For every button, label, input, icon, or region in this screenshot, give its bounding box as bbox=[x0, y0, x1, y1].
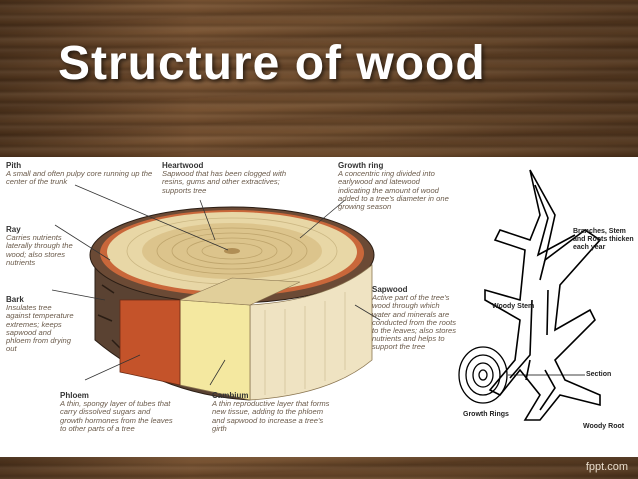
slide-title: Structure of wood bbox=[58, 37, 486, 90]
label-growth-rings: Growth Rings bbox=[463, 411, 509, 418]
label-woody-stem: Woody Stem bbox=[492, 303, 535, 310]
label-woody-root: Woody Root bbox=[583, 423, 625, 430]
trunk-illustration bbox=[89, 206, 375, 401]
leader-lines bbox=[51, 184, 381, 386]
label-branches: Branches, Stem and Roots thicken each ye… bbox=[573, 228, 634, 251]
growth-rings-drawing bbox=[458, 346, 585, 404]
tree-stem-diagram bbox=[484, 169, 602, 421]
label-section: Section bbox=[586, 371, 612, 378]
footer-brand: fppt.com bbox=[585, 461, 628, 473]
